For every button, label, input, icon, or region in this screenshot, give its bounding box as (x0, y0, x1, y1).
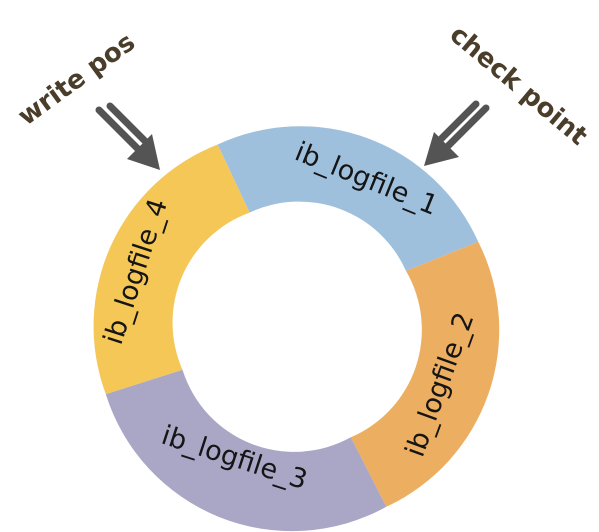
write-pos-arrow-icon (95, 102, 160, 170)
segment-ib-logfile-4 (93, 144, 250, 395)
check-point-arrow-icon (424, 100, 490, 166)
segment-ib-logfile-3 (105, 369, 387, 532)
segment-ib-logfile-2 (350, 241, 500, 507)
segment-ib-logfile-1 (217, 126, 479, 271)
